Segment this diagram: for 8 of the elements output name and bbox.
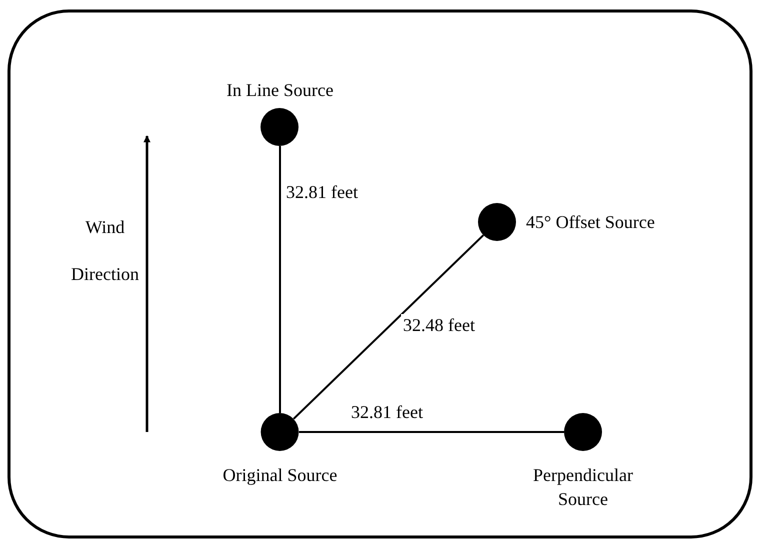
connector-line xyxy=(299,431,564,433)
source-label: In Line Source xyxy=(226,79,334,102)
source-label: Original Source xyxy=(222,464,338,487)
source-label: 45° Offset Source xyxy=(526,211,655,234)
wind-label: Wind Direction xyxy=(70,216,140,286)
connector-line xyxy=(292,234,484,420)
connector-line xyxy=(279,146,281,413)
source-label: Perpendicular Source xyxy=(532,464,634,511)
